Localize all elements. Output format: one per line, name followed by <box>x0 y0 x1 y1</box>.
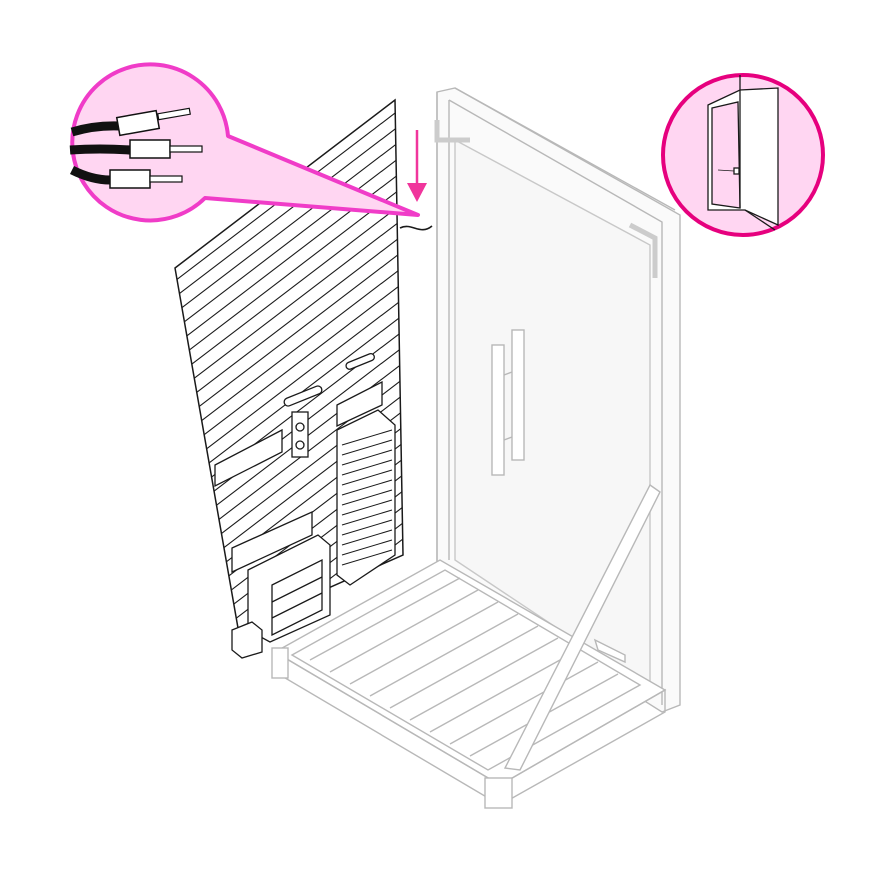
cable <box>399 225 433 231</box>
light-fixture-1 <box>283 385 323 407</box>
down-arrow-icon <box>407 130 427 202</box>
door-frame <box>434 87 681 713</box>
detail-circle-connector <box>661 73 825 237</box>
junction-box <box>231 621 263 659</box>
callout-audio-jacks <box>69 62 420 223</box>
light-fixture-2 <box>345 353 375 370</box>
floor-platform <box>271 559 667 809</box>
audio-jack-cable-icon <box>69 107 203 189</box>
bench-seat <box>231 510 313 574</box>
control-knobs <box>291 411 309 458</box>
wall-panel <box>174 98 433 659</box>
control-panel <box>336 380 383 428</box>
backrest <box>214 428 283 488</box>
diagonal-brace <box>503 483 661 771</box>
